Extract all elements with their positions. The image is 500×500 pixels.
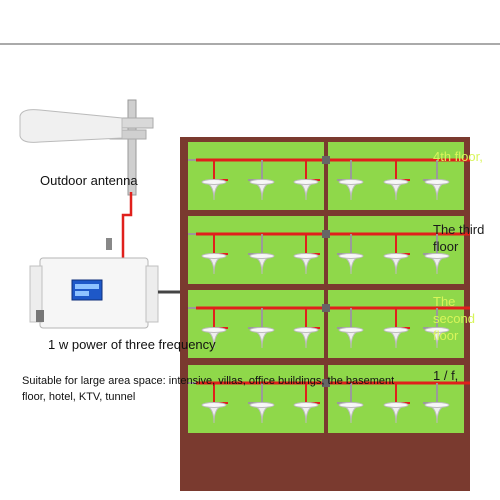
ceiling-antenna-icon: [293, 179, 319, 201]
splitter-icon: [322, 230, 330, 238]
ceiling-antenna-icon: [383, 402, 409, 424]
floor-label-1: 1 / f,: [433, 368, 459, 383]
antenna-cable: [121, 192, 133, 258]
splitter-icon: [322, 379, 330, 387]
floor-label-3: The third floor: [433, 222, 485, 254]
ceiling-antenna-icon: [424, 179, 450, 201]
repeater-icon: [29, 238, 159, 329]
ceiling-antenna-icon: [424, 253, 450, 275]
ceiling-antenna-icon: [249, 402, 275, 424]
ceiling-antenna-icon: [249, 327, 275, 349]
floor: [188, 216, 470, 284]
suitable-label: Suitable for large area space: intensive…: [22, 375, 395, 403]
splitter-icon: [322, 156, 330, 164]
ceiling-antenna-icon: [424, 402, 450, 424]
ceiling-antenna-icon: [293, 253, 319, 275]
floor-label-4: 4th floor,: [433, 149, 483, 164]
ceiling-antenna-icon: [338, 253, 364, 275]
ceiling-antenna-icon: [201, 327, 227, 349]
ceiling-antenna-icon: [338, 179, 364, 201]
ceiling-antenna-icon: [201, 179, 227, 201]
outdoor-antenna-icon: [19, 99, 154, 196]
ceiling-antenna-icon: [249, 253, 275, 275]
outdoor-antenna-label: Outdoor antenna: [40, 173, 138, 188]
floor: [188, 142, 470, 210]
power-label: 1 w power of three frequency: [48, 337, 216, 352]
floors: [188, 142, 470, 433]
floor-label-2: The second floor: [433, 294, 475, 343]
splitter-icon: [322, 304, 330, 312]
ceiling-antenna-icon: [293, 327, 319, 349]
ceiling-antenna-icon: [338, 327, 364, 349]
ceiling-antenna-icon: [201, 253, 227, 275]
ceiling-antenna-icon: [383, 253, 409, 275]
ceiling-antenna-icon: [201, 402, 227, 424]
ceiling-antenna-icon: [424, 327, 450, 349]
ceiling-antenna-icon: [293, 402, 319, 424]
floor: [188, 290, 470, 358]
ceiling-antenna-icon: [383, 179, 409, 201]
floor: [188, 365, 470, 433]
ceiling-antenna-icon: [383, 327, 409, 349]
ceiling-antenna-icon: [249, 179, 275, 201]
ceiling-antenna-icon: [338, 402, 364, 424]
